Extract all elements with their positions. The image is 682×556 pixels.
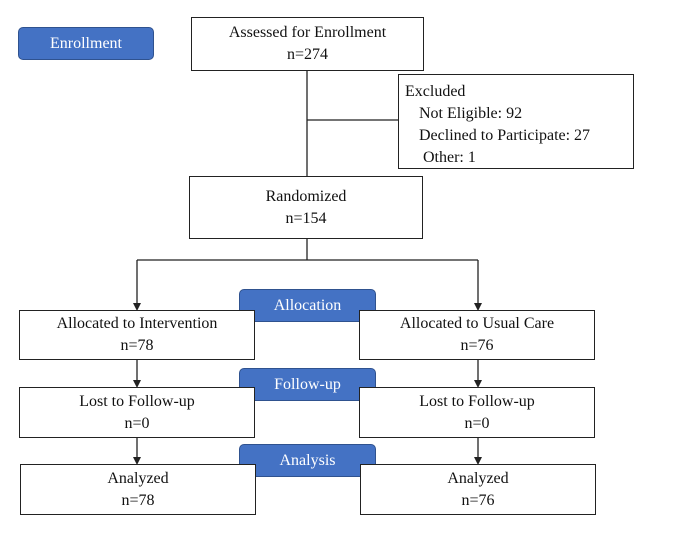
analyzed-usual-care-label: Analyzed xyxy=(447,469,509,487)
allocated-usual-care-count: n=76 xyxy=(460,337,494,354)
lost-usual-care-count: n=0 xyxy=(464,414,490,432)
allocated-usual-care-label: Allocated to Usual Care xyxy=(399,315,555,332)
box-excluded: Excluded Not Eligible: 92 Declined to Pa… xyxy=(398,74,634,169)
analyzed-intervention-label: Analyzed xyxy=(107,469,169,487)
excluded-title: Excluded xyxy=(405,83,466,100)
lost-intervention-count: n=0 xyxy=(124,414,150,432)
box-assessed: Assessed for Enrollment n=274 xyxy=(191,17,424,71)
analyzed-usual-care-count: n=76 xyxy=(461,491,495,509)
excluded-other: Other: 1 xyxy=(423,149,476,166)
stage-followup: Follow-up xyxy=(239,368,376,401)
stage-analysis-label: Analysis xyxy=(279,451,336,469)
box-randomized: Randomized n=154 xyxy=(189,176,423,239)
box-lost-intervention: Lost to Follow-up n=0 xyxy=(19,387,255,438)
stage-allocation: Allocation xyxy=(239,289,376,322)
lost-usual-care-label: Lost to Follow-up xyxy=(419,392,535,410)
assessed-label: Assessed for Enrollment xyxy=(228,24,387,41)
excluded-not-eligible: Not Eligible: 92 xyxy=(419,105,523,122)
stage-enrollment: Enrollment xyxy=(18,27,154,60)
stage-followup-label: Follow-up xyxy=(274,375,341,393)
box-allocated-intervention: Allocated to Intervention n=78 xyxy=(19,310,255,360)
randomized-label: Randomized xyxy=(265,187,347,205)
box-lost-usual-care: Lost to Follow-up n=0 xyxy=(359,387,595,438)
lost-intervention-label: Lost to Follow-up xyxy=(79,392,195,410)
analyzed-intervention-count: n=78 xyxy=(121,491,155,509)
stage-analysis: Analysis xyxy=(239,444,376,477)
box-analyzed-intervention: Analyzed n=78 xyxy=(20,464,256,515)
box-analyzed-usual-care: Analyzed n=76 xyxy=(360,464,596,515)
allocated-intervention-count: n=78 xyxy=(120,337,154,354)
allocated-intervention-label: Allocated to Intervention xyxy=(56,315,218,332)
stage-allocation-label: Allocation xyxy=(273,296,342,314)
stage-enrollment-label: Enrollment xyxy=(50,34,122,52)
excluded-declined: Declined to Participate: 27 xyxy=(419,127,591,144)
box-allocated-usual-care: Allocated to Usual Care n=76 xyxy=(359,310,595,360)
assessed-count: n=274 xyxy=(286,46,329,63)
randomized-count: n=154 xyxy=(285,209,327,227)
